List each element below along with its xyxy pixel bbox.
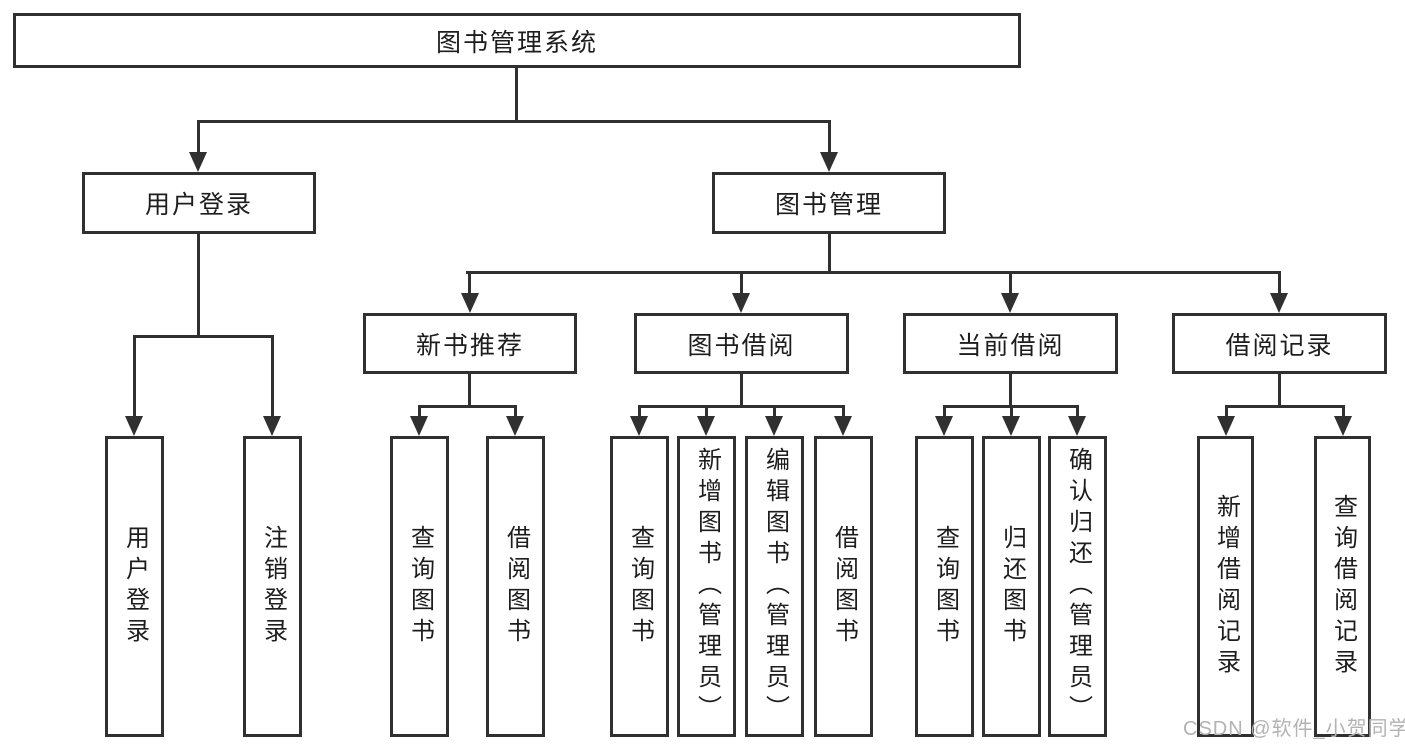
connector-borrowing-vline (740, 374, 743, 408)
arrow-down-icon (820, 152, 838, 172)
arrow-down-icon (1270, 293, 1288, 313)
connector-borrowing-stem1 (638, 405, 641, 418)
leaf-query-books-current: 查询图书 (915, 436, 974, 737)
connector-bookmgmt-hline (466, 271, 1281, 274)
arrow-down-icon (935, 416, 953, 436)
leaf-query-borrow-record: 查询借阅记录 (1314, 436, 1371, 737)
connector-root-stem-right (828, 120, 831, 154)
connector-userlogin-stem2 (271, 335, 274, 418)
arrow-down-icon (461, 293, 479, 313)
connector-records-stem2 (1342, 405, 1345, 418)
leaf-borrow-books-recommend: 借阅图书 (486, 436, 545, 737)
node-current-borrowing: 当前借阅 (903, 313, 1118, 374)
connector-borrowing-stem2 (705, 405, 708, 418)
arrow-down-icon (189, 152, 207, 172)
connector-newbook-stem2 (514, 405, 517, 418)
connector-root-vline (515, 68, 518, 123)
connector-borrowing-hline (638, 405, 845, 408)
arrow-down-icon (1068, 416, 1086, 436)
connector-current-stem3 (1076, 405, 1079, 418)
arrow-down-icon (125, 416, 143, 436)
arrow-down-icon (697, 416, 715, 436)
node-book-management: 图书管理 (712, 172, 946, 234)
connector-bookmgmt-stem1 (468, 271, 471, 295)
connector-bookmgmt-stem4 (1278, 271, 1281, 295)
arrow-down-icon (765, 416, 783, 436)
connector-root-stem-left (197, 120, 200, 154)
arrow-down-icon (834, 416, 852, 436)
leaf-user-login: 用户登录 (105, 436, 164, 737)
leaf-add-borrow-record: 新增借阅记录 (1197, 436, 1254, 737)
leaf-confirm-return-admin: 确认归还（管理员） (1048, 436, 1107, 737)
connector-borrowing-stem3 (773, 405, 776, 418)
leaf-return-books: 归还图书 (982, 436, 1041, 737)
node-user-login: 用户登录 (82, 172, 316, 234)
connector-userlogin-stem1 (133, 335, 136, 418)
connector-current-stem1 (943, 405, 946, 418)
arrow-down-icon (1217, 416, 1235, 436)
arrow-down-icon (410, 416, 428, 436)
connector-bookmgmt-vline (828, 234, 831, 274)
arrow-down-icon (630, 416, 648, 436)
node-new-book-recommend: 新书推荐 (363, 313, 577, 374)
connector-userlogin-vline (197, 234, 200, 338)
connector-records-hline (1225, 405, 1345, 408)
connector-newbook-vline (468, 374, 471, 408)
arrow-down-icon (1001, 293, 1019, 313)
connector-newbook-stem1 (418, 405, 421, 418)
connector-bookmgmt-stem2 (740, 271, 743, 295)
node-library-system: 图书管理系统 (13, 13, 1021, 68)
leaf-query-books-borrowing: 查询图书 (610, 436, 669, 737)
leaf-borrow-books-borrowing: 借阅图书 (814, 436, 873, 737)
connector-borrowing-stem4 (842, 405, 845, 418)
leaf-add-books-admin: 新增图书（管理员） (677, 436, 736, 737)
connector-userlogin-hline (133, 335, 274, 338)
arrow-down-icon (506, 416, 524, 436)
connector-records-stem1 (1225, 405, 1228, 418)
leaf-query-books-recommend: 查询图书 (390, 436, 449, 737)
node-borrowing-records: 借阅记录 (1172, 313, 1387, 374)
arrow-down-icon (263, 416, 281, 436)
connector-records-vline (1278, 374, 1281, 408)
node-book-borrowing: 图书借阅 (634, 313, 849, 374)
arrow-down-icon (1334, 416, 1352, 436)
connector-current-vline (1009, 374, 1012, 408)
arrow-down-icon (1002, 416, 1020, 436)
watermark: CSDN @软件_小贺同学 (1183, 718, 1405, 740)
connector-root-hline (197, 120, 831, 123)
connector-bookmgmt-stem3 (1009, 271, 1012, 295)
leaf-logout: 注销登录 (243, 436, 302, 737)
arrow-down-icon (732, 293, 750, 313)
connector-current-stem2 (1010, 405, 1013, 418)
connector-newbook-hline (418, 405, 517, 408)
leaf-edit-books-admin: 编辑图书（管理员） (745, 436, 804, 737)
